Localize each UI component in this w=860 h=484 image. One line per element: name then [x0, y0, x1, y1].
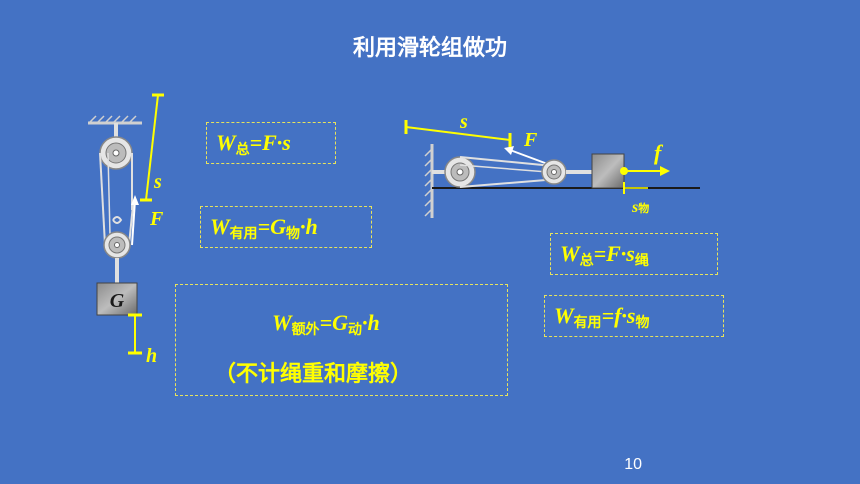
useful-work-box-left	[200, 206, 372, 248]
page-title: 利用滑轮组做功	[352, 36, 507, 61]
total-work-formula-right: W总=F·s绳	[560, 241, 649, 269]
vertical-pulley-diagram: G s F h	[88, 93, 164, 367]
friction-note: （不计绳重和摩擦）	[214, 362, 413, 387]
total-work-box-left	[206, 122, 336, 164]
friction-label: f	[654, 140, 664, 165]
horizontal-pulley-diagram: s F f s物	[404, 111, 700, 218]
total-work-box-right	[550, 233, 718, 275]
s-obj-sub: 物	[638, 201, 649, 215]
svg-text:s物: s物	[631, 199, 649, 216]
useful-work-formula-right: W有用=f·s物	[554, 303, 650, 331]
useful-work-formula-left: W有用=G物·h	[210, 214, 318, 242]
s-label: s	[153, 171, 162, 193]
weight-label: G	[110, 290, 125, 312]
force-label-right: F	[523, 129, 538, 151]
extra-work-formula: W额外=G动·h	[272, 310, 380, 338]
h-label: h	[146, 345, 157, 367]
extra-work-box	[175, 284, 508, 396]
total-work-formula-left: W总=F·s	[216, 130, 291, 158]
useful-work-box-right	[544, 295, 724, 337]
s-obj-label: s	[631, 199, 638, 216]
s-label-right: s	[459, 111, 468, 133]
force-label: F	[149, 208, 164, 230]
page-number: 10	[624, 456, 642, 473]
